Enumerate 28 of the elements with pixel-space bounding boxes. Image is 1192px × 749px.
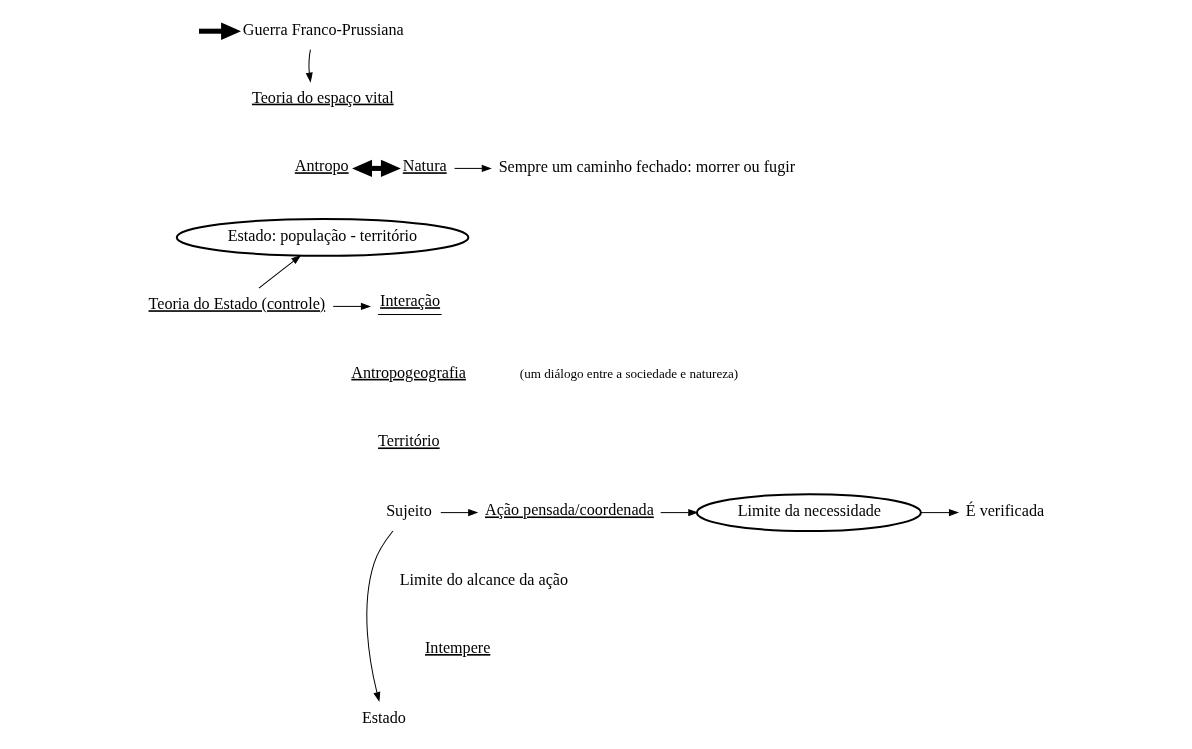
node-text: É verificada [965, 501, 1045, 519]
arrow [440, 508, 479, 516]
label: (um diálogo entre a sociedade e natureza) [519, 365, 739, 381]
label: Antropogeografia [351, 363, 466, 381]
node-text: Sujeito [386, 501, 432, 519]
arrow [199, 22, 241, 40]
node-text: Teoria do espaço vital [251, 88, 394, 106]
arrow [366, 530, 394, 702]
node-ellipse: Limite da necessidade [695, 492, 922, 532]
label: Limite do alcance da ação [399, 570, 569, 588]
label: Intempere [424, 638, 491, 656]
node-ellipse: Estado: população - território [175, 217, 470, 257]
node-text: Teoria do Estado (controle) [148, 294, 326, 312]
node-text: Antropo [294, 156, 349, 174]
arrow [352, 159, 401, 177]
node-text: Natura [402, 156, 447, 174]
arrow [660, 508, 699, 516]
node-text: Sempre um caminho fechado: morrer ou fugir [498, 157, 796, 175]
node-text: Ação pensada/coordenada [485, 500, 654, 518]
arrow [305, 48, 313, 83]
node-text: Interação [380, 291, 441, 309]
arrow [920, 508, 960, 516]
label: Território [378, 431, 440, 449]
arrow [332, 302, 371, 310]
node-text: Estado [361, 708, 406, 726]
arrow [258, 254, 302, 289]
arrow [454, 164, 492, 172]
node-text: Guerra Franco-Prussiana [242, 20, 404, 38]
